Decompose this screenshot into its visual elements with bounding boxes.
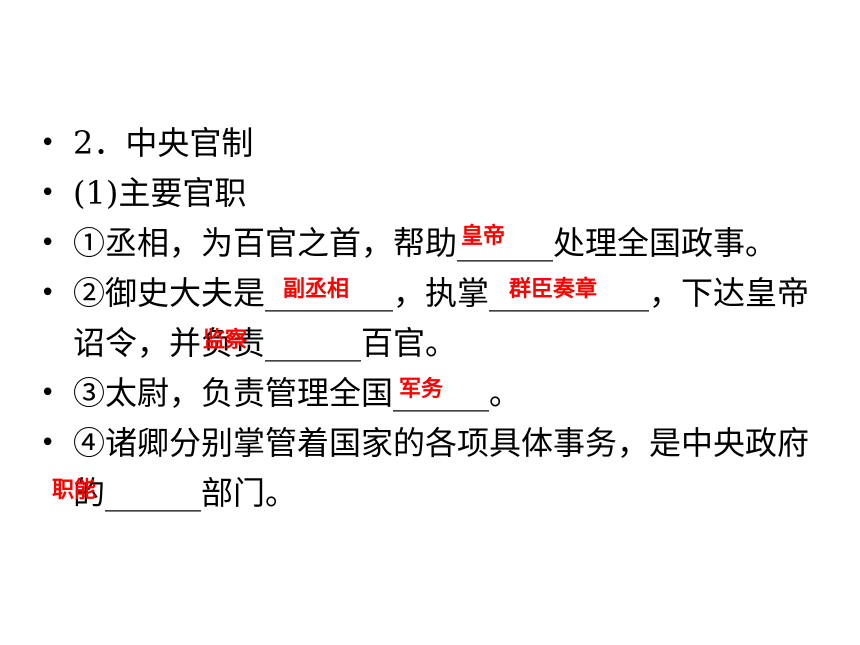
bullet-heading-central-system: 2．中央官制	[40, 118, 830, 168]
answer-annotation-functional: 职能	[52, 478, 97, 503]
bullet-list: 2．中央官制 (1)主要官职 ①丞相，为百官之首，帮助______处理全国政事。…	[40, 118, 830, 518]
bullet-subheading-main-officials: (1)主要官职	[40, 168, 830, 218]
answer-annotation-memorials: 群臣奏章	[509, 277, 598, 302]
answer-annotation-military-affairs: 军务	[399, 377, 444, 402]
bullet-ministers: ④诸卿分别掌管着国家的各项具体事务，是中央政府的______部门。	[40, 418, 830, 518]
answer-annotation-vice-chancellor: 副丞相	[283, 277, 350, 302]
bullet-taiwei: ③太尉，负责管理全国______。	[40, 368, 830, 418]
bullet-censor: ②御史大夫是________，执掌__________，下达皇帝诏令，并负责__…	[40, 268, 830, 368]
answer-annotation-supervision: 监察	[203, 328, 248, 353]
answer-annotation-emperor: 皇帝	[461, 224, 506, 249]
bullet-chancellor: ①丞相，为百官之首，帮助______处理全国政事。	[40, 218, 830, 268]
